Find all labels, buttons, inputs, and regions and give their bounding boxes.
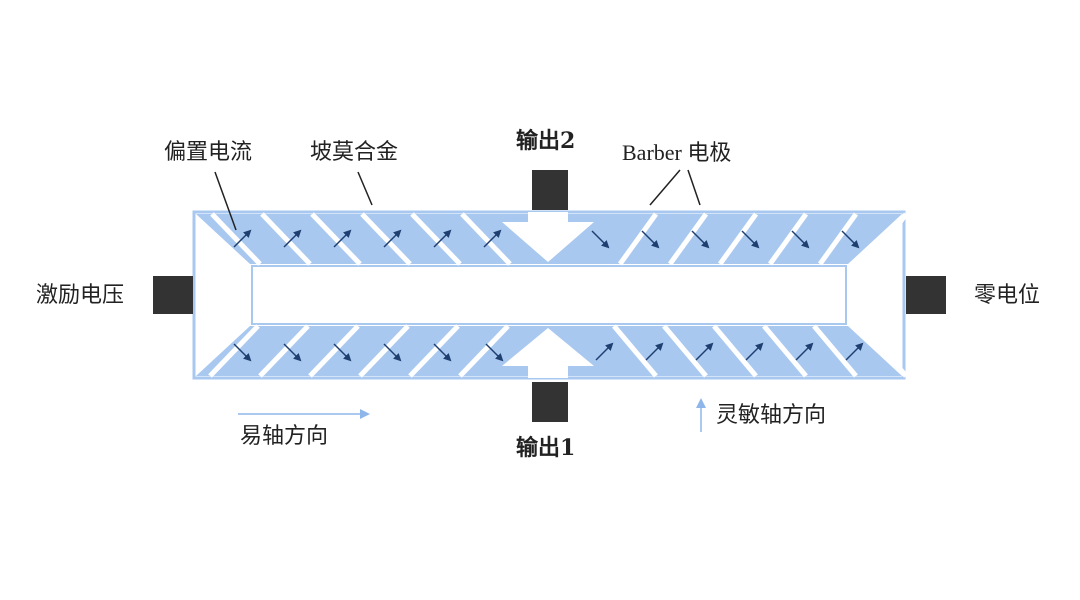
output1-label: 输出1 [516, 435, 576, 461]
current-arrow-bottom-right-3 [695, 342, 714, 361]
barber-slit-top-right-4 [767, 212, 809, 266]
output2-label: 输出2 [516, 128, 576, 154]
barber-slit-bottom-left-5 [408, 324, 460, 378]
barber-electrode-label: Barber 电极 [622, 140, 732, 165]
current-arrow-top-left-1 [233, 229, 252, 248]
current-arrow-bottom-left-6 [485, 343, 504, 362]
barber-slit-top-right-5 [817, 212, 859, 266]
current-arrow-top-right-3 [691, 230, 710, 249]
easy-axis-label: 易轴方向 [240, 424, 329, 449]
current-arrow-bottom-right-4 [745, 342, 764, 361]
sensitive-axis-label: 灵敏轴方向 [716, 403, 827, 428]
zero-potential-label: 零电位 [974, 283, 1041, 308]
barber-slit-bottom-right-4 [762, 324, 808, 378]
current-arrow-bottom-right-5 [795, 342, 814, 361]
current-arrow-bottom-left-5 [433, 343, 452, 362]
center-window [251, 265, 847, 325]
current-arrow-top-left-5 [433, 229, 452, 248]
barber-electrodes [208, 212, 909, 378]
permalloy-leader [357, 171, 373, 206]
current-arrows [233, 229, 864, 362]
barber-slit-top-right-6 [867, 212, 909, 266]
output2-tap [502, 212, 594, 262]
current-arrow-top-right-5 [791, 230, 810, 249]
current-arrow-top-left-2 [283, 229, 302, 248]
permalloy-label: 坡莫合金 [310, 140, 399, 165]
excitation-pad [153, 276, 193, 314]
barber-slit-bottom-right-3 [712, 324, 758, 378]
current-arrow-top-left-3 [333, 229, 352, 248]
barber-slit-bottom-right-2 [662, 324, 708, 378]
excitation-voltage-label: 激励电压 [36, 283, 125, 308]
barber-slit-bottom-right-6 [862, 324, 908, 378]
current-arrow-bottom-right-6 [845, 342, 864, 361]
barber-slit-top-left-4 [360, 212, 412, 266]
barber-slit-top-left-5 [410, 212, 462, 266]
barber-leader-2 [687, 169, 701, 206]
barber-slit-bottom-right-1 [612, 324, 658, 378]
barber-slit-bottom-left-2 [258, 324, 310, 378]
output1-pad [532, 382, 568, 422]
bias-current-leader [214, 171, 237, 231]
current-arrow-bottom-left-4 [383, 343, 402, 362]
current-arrow-bottom-right-1 [595, 342, 614, 361]
barber-slit-top-right-3 [717, 212, 759, 266]
barber-slit-top-right-1 [617, 212, 659, 266]
current-arrow-top-right-6 [841, 230, 860, 249]
barber-slit-top-left-2 [260, 212, 312, 266]
current-arrow-bottom-left-1 [233, 343, 252, 362]
barber-slit-top-right-2 [667, 212, 709, 266]
barber-slit-top-left-6 [460, 212, 512, 266]
current-arrow-top-left-4 [383, 229, 402, 248]
current-arrow-bottom-left-2 [283, 343, 302, 362]
barber-slit-bottom-left-3 [308, 324, 360, 378]
current-arrow-top-right-1 [591, 230, 610, 249]
current-arrow-bottom-right-2 [645, 342, 664, 361]
current-arrow-top-left-6 [483, 229, 502, 248]
current-arrow-bottom-left-3 [333, 343, 352, 362]
barber-slit-top-left-1 [210, 212, 262, 266]
barber-slit-bottom-left-6 [458, 324, 510, 378]
current-arrow-top-right-4 [741, 230, 760, 249]
barber-slit-top-left-3 [310, 212, 362, 266]
ground-pad [906, 276, 946, 314]
output1-tap [502, 328, 594, 378]
barber-leader-1 [649, 169, 681, 206]
barber-slit-bottom-right-5 [812, 324, 858, 378]
barber-slit-bottom-left-1 [208, 324, 260, 378]
barber-slit-bottom-left-4 [358, 324, 410, 378]
output2-pad [532, 170, 568, 210]
current-arrow-top-right-2 [641, 230, 660, 249]
bias-current-label: 偏置电流 [164, 140, 253, 165]
